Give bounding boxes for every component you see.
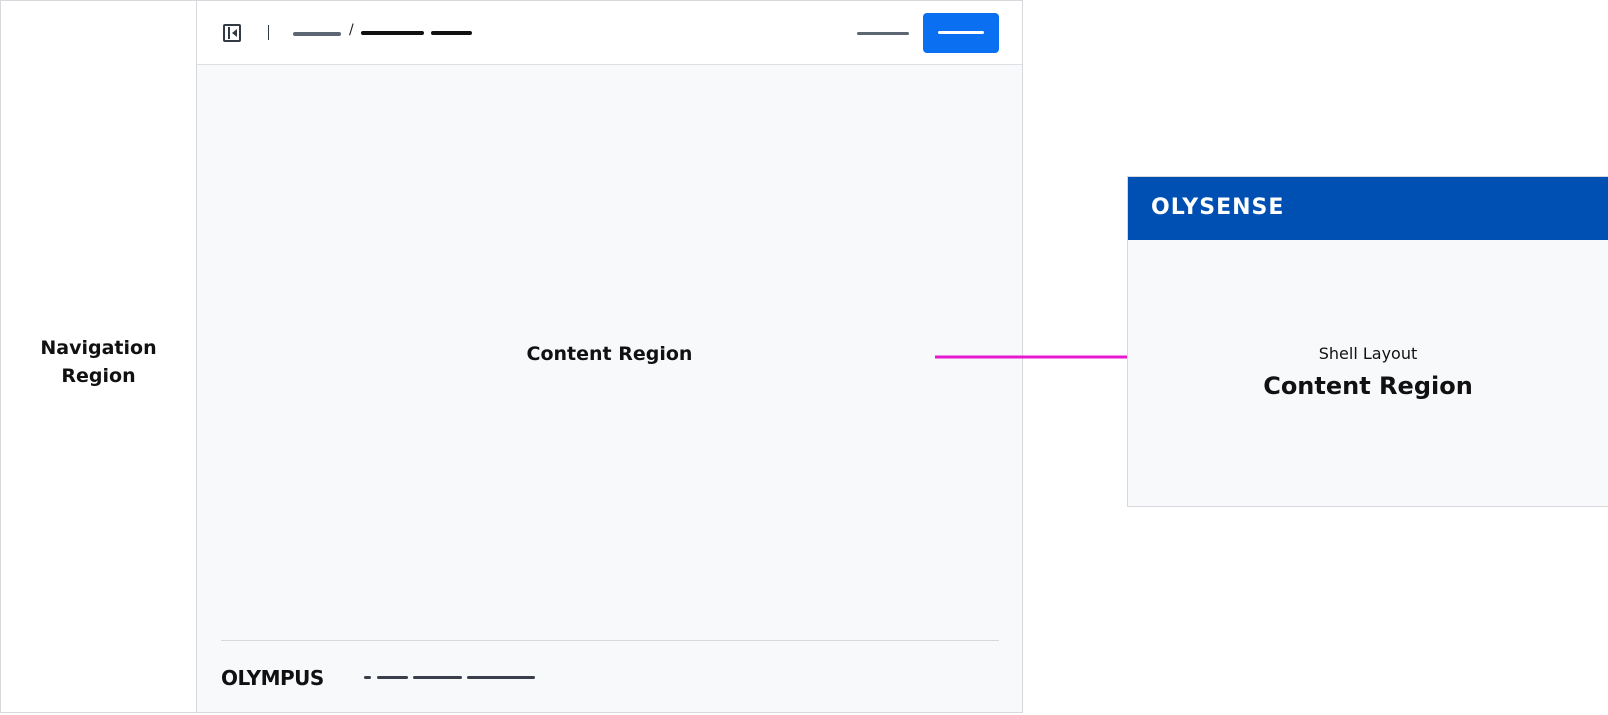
navigation-region-label: Navigation Region [40, 336, 157, 387]
topbar-link-placeholder[interactable] [857, 32, 909, 35]
content-region-label: Content Region [526, 343, 693, 365]
footer-link-placeholder[interactable] [413, 676, 462, 679]
preview-title: Content Region [1263, 372, 1473, 400]
shell-layout-preview: OLYSENSE Shell Layout Content Region [1127, 176, 1608, 507]
breadcrumb-item-placeholder[interactable] [293, 32, 341, 36]
main-area: / Content Region OLYMPUS [197, 1, 1022, 712]
topbar-divider [268, 25, 269, 40]
olysense-logo: OLYSENSE [1151, 195, 1285, 220]
footer-link-placeholder[interactable] [377, 676, 408, 679]
primary-action-button[interactable] [923, 13, 999, 53]
button-label-placeholder [938, 31, 984, 34]
footer-link-placeholder[interactable] [364, 676, 371, 679]
navigation-region: Navigation Region [1, 1, 197, 712]
breadcrumb-current-placeholder [431, 31, 472, 35]
footer: OLYMPUS [221, 640, 999, 712]
sidebar-collapse-icon[interactable] [223, 24, 241, 42]
olympus-logo: OLYMPUS [221, 666, 324, 690]
preview-header: OLYSENSE [1128, 177, 1608, 240]
app-shell-wireframe: Navigation Region / Content Region [0, 0, 1023, 713]
breadcrumb-current-placeholder [361, 31, 424, 35]
breadcrumb-separator: / [349, 22, 354, 38]
footer-link-placeholder[interactable] [467, 676, 535, 679]
topbar: / [197, 1, 1022, 65]
preview-subtitle: Shell Layout [1318, 344, 1418, 363]
